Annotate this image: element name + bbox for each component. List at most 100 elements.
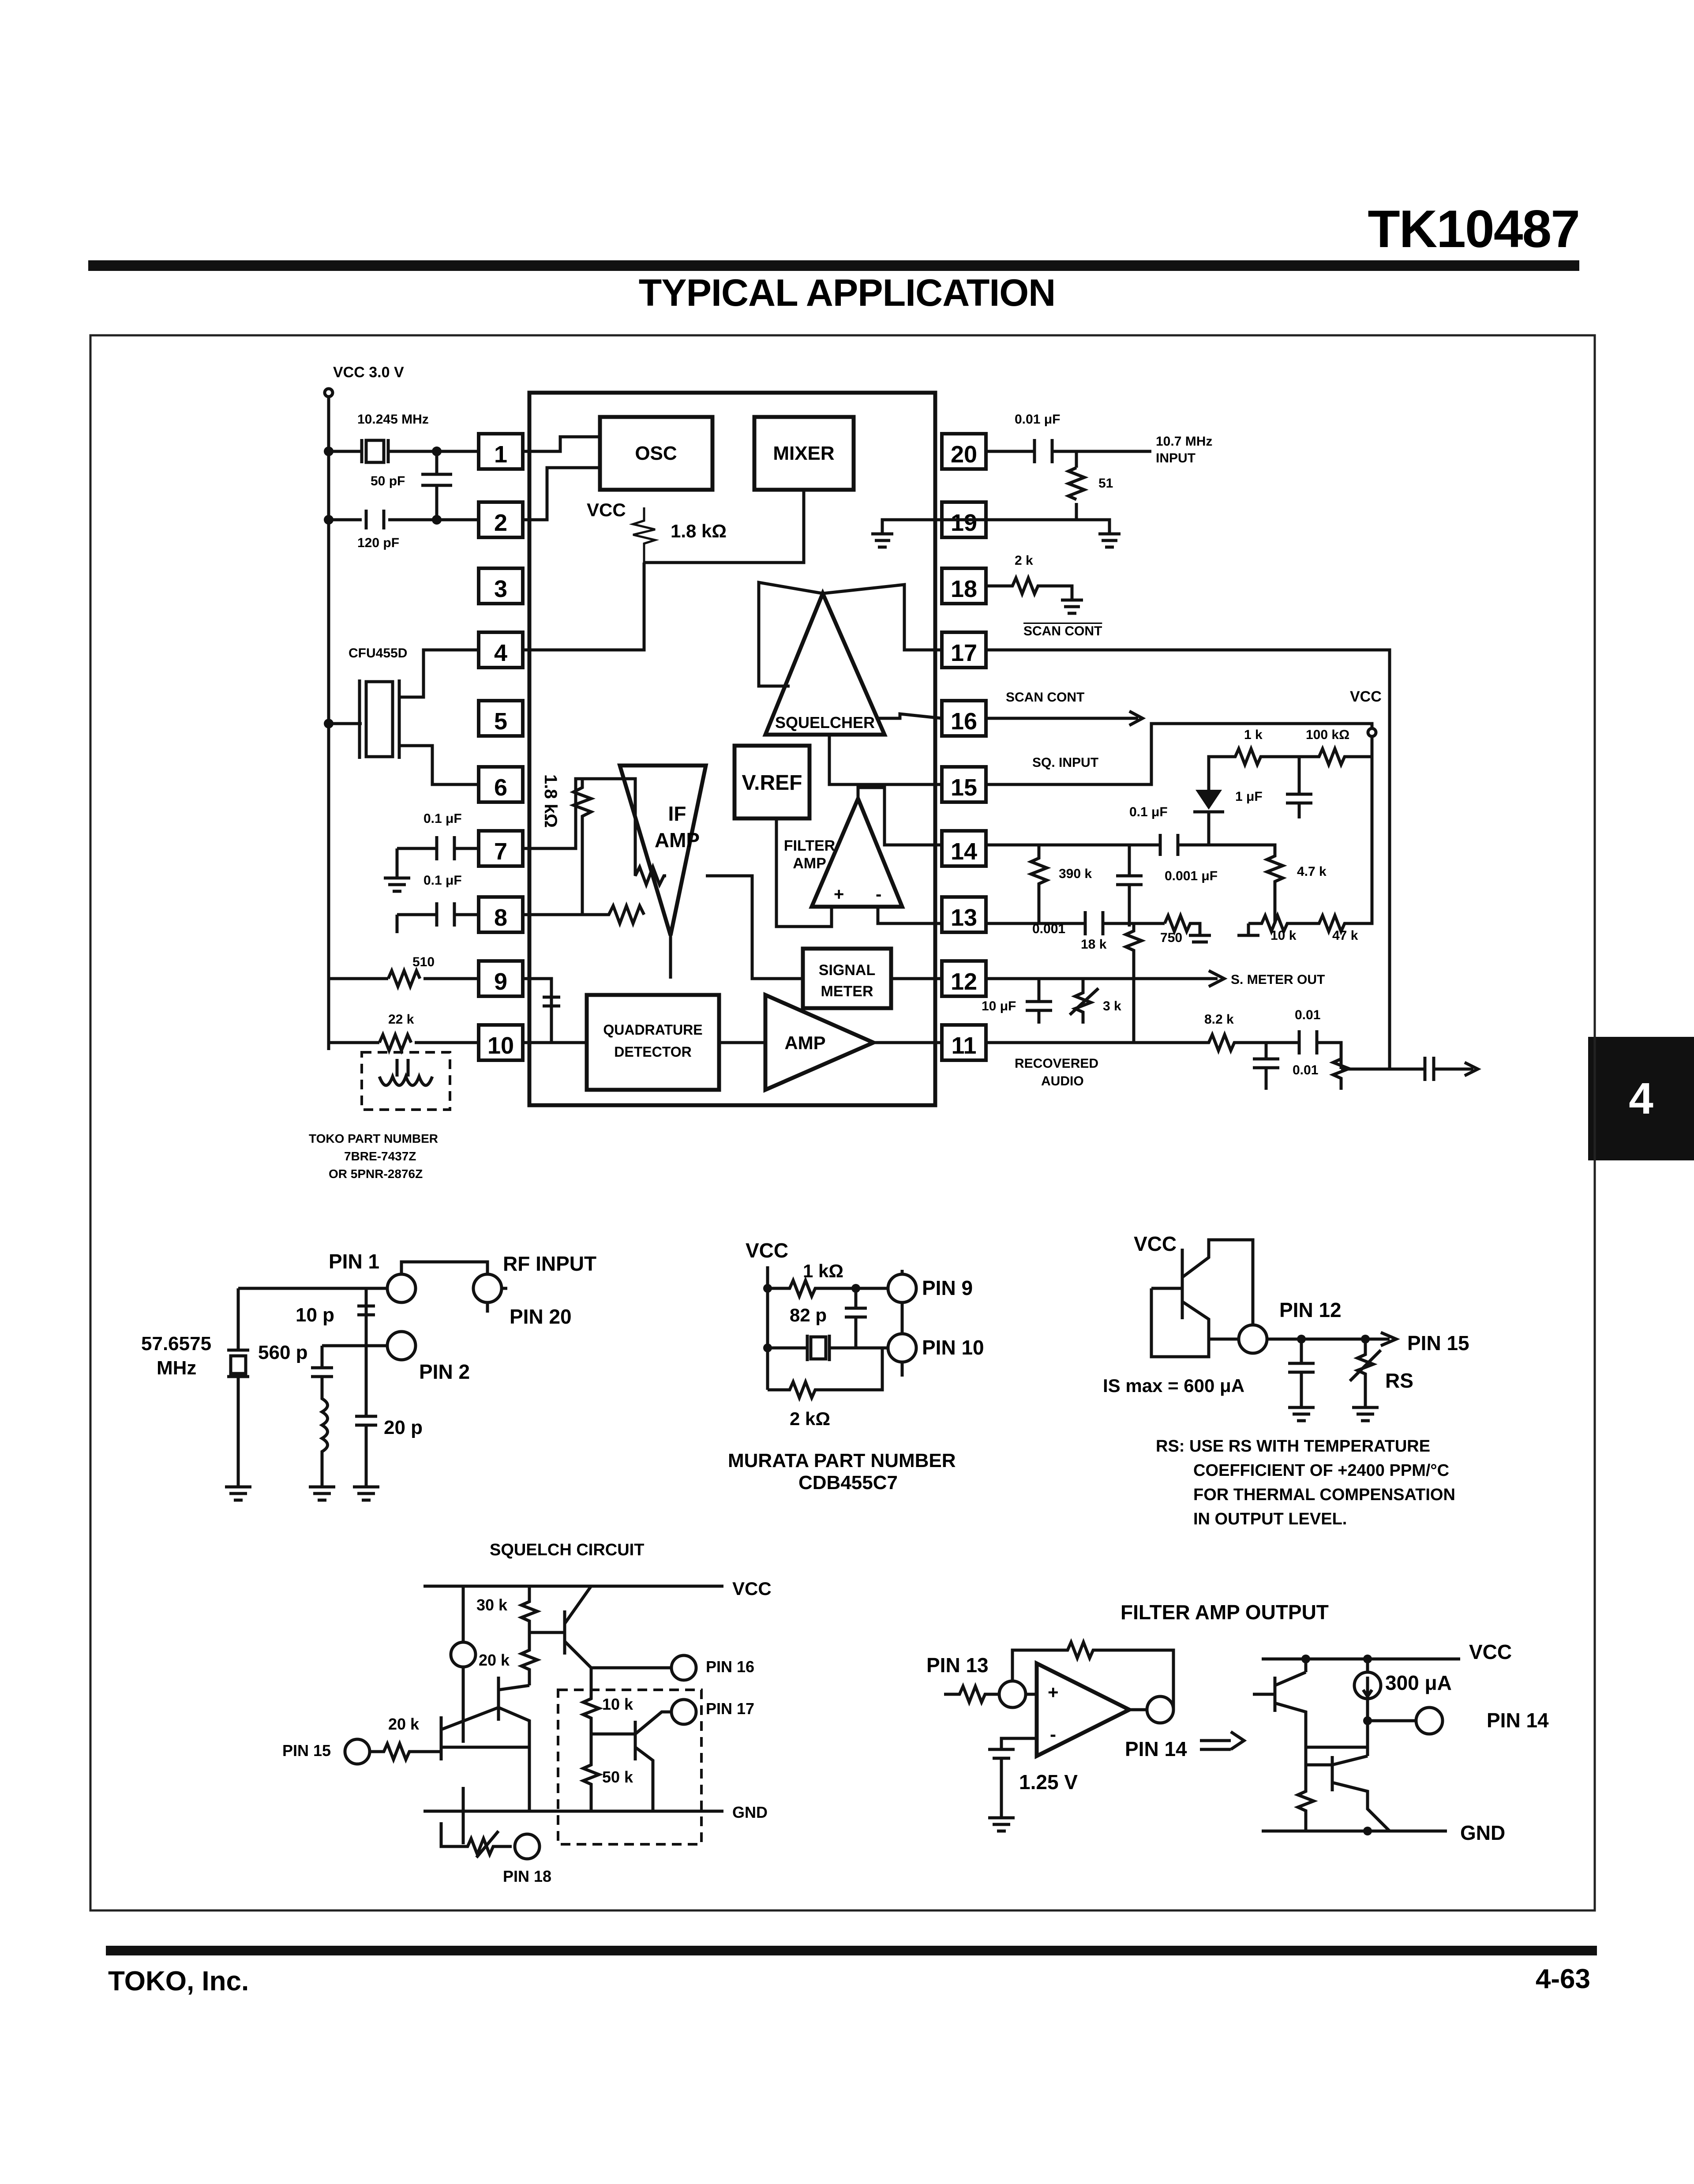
right-pins: 20 19 18 17 16 15 14 13 12 11 xyxy=(940,432,988,1062)
cap7-label: 0.1 μF xyxy=(424,811,462,826)
quad-det-label-1: QUADRATURE xyxy=(603,1022,702,1038)
pin-18-label: 18 xyxy=(951,576,977,602)
pin-4-label: 4 xyxy=(494,640,507,666)
murata-pin9-label: PIN 9 xyxy=(922,1276,973,1299)
pin-14-label: 14 xyxy=(951,838,977,865)
r10k-label: 10 k xyxy=(1270,928,1297,943)
murata-pin10-label: PIN 10 xyxy=(922,1336,984,1359)
crystal-pin20-label: PIN 20 xyxy=(510,1305,572,1328)
r47k-small-label: 4.7 k xyxy=(1297,864,1327,879)
cap20-label: 0.01 μF xyxy=(1015,412,1060,427)
footer-company: TOKO, Inc. xyxy=(108,1966,249,1996)
pin-13-label: 13 xyxy=(951,904,977,931)
filter-amp-output-subcircuit: FILTER AMP OUTPUT PIN 13 PIN 14 1.25 V V… xyxy=(926,1601,1549,1844)
scan-cont-label: SCAN CONT xyxy=(1006,690,1084,705)
vcc-right-label: VCC xyxy=(1350,688,1382,705)
signal-meter-subcircuit: VCC PIN 12 PIN 15 RS IS max = 600 μA RS:… xyxy=(1103,1232,1469,1528)
squelch-pin15-label: PIN 15 xyxy=(282,1741,331,1760)
squelcher-block xyxy=(762,588,888,737)
if-res-vertical-label: 1.8 kΩ xyxy=(541,774,560,828)
s-meter-out-label: S. METER OUT xyxy=(1231,972,1325,987)
squelch-r20k-b-label: 20 k xyxy=(388,1715,420,1733)
svg-text:-: - xyxy=(1050,1724,1056,1745)
if-amp-block xyxy=(617,763,708,936)
crystal-oscillator-subcircuit: PIN 1 RF INPUT PIN 20 PIN 2 10 p 560 p 2… xyxy=(141,1250,596,1502)
r1k-label: 1 k xyxy=(1244,728,1263,742)
pin-12-label: 12 xyxy=(951,968,977,995)
squelch-dashed-box xyxy=(557,1689,703,1846)
osc-label: OSC xyxy=(635,443,677,464)
svg-text:+: + xyxy=(1048,1682,1059,1703)
r3k-label: 3 k xyxy=(1103,999,1121,1013)
c1uf-label: 1 μF xyxy=(1235,789,1263,804)
toko-part-label-3: OR 5PNR-2876Z xyxy=(329,1167,423,1181)
cfu-label: CFU455D xyxy=(349,646,407,660)
vref-label: V.REF xyxy=(742,771,802,795)
pin-3-label: 3 xyxy=(494,576,507,602)
c001b-label: 0.01 xyxy=(1293,1063,1318,1077)
murata-vcc-label: VCC xyxy=(746,1239,788,1262)
fao-pin14b-label: PIN 14 xyxy=(1487,1709,1549,1732)
pin-5-label: 5 xyxy=(494,708,507,735)
input-label-2: INPUT xyxy=(1156,451,1196,465)
fao-gnd-label: GND xyxy=(1460,1821,1505,1844)
r750-label: 750 xyxy=(1160,931,1182,945)
res51-label: 51 xyxy=(1098,476,1113,491)
c10uf-label: 10 μF xyxy=(982,999,1016,1013)
r18k-label: 18 k xyxy=(1081,937,1107,952)
squelch-r20k-a-label: 20 k xyxy=(479,1651,510,1669)
c001a-label: 0.01 xyxy=(1295,1008,1320,1022)
pin-10-label: 10 xyxy=(487,1032,514,1059)
squelch-r30k-label: 30 k xyxy=(476,1596,508,1614)
squelch-vcc-label: VCC xyxy=(732,1578,772,1599)
squelch-r10k-label: 10 k xyxy=(602,1695,633,1713)
murata-discriminator-subcircuit: VCC 1 kΩ 82 p 2 kΩ PIN 9 PIN 10 MURATA P… xyxy=(728,1239,984,1494)
squelch-pin18-label: PIN 18 xyxy=(503,1867,551,1885)
fao-pin14a-label: PIN 14 xyxy=(1125,1737,1187,1760)
footer-rule xyxy=(106,1946,1597,1955)
pin-6-label: 6 xyxy=(494,774,507,801)
squelch-pin17-label: PIN 17 xyxy=(706,1700,754,1718)
part-number-title: TK10487 xyxy=(1368,199,1580,259)
quad-det-label-2: DETECTOR xyxy=(614,1044,691,1060)
cap8-label: 0.1 μF xyxy=(424,873,462,888)
meter-vcc-label: VCC xyxy=(1134,1232,1177,1255)
filter-amp-label-2: AMP xyxy=(793,855,826,872)
pin-9-label: 9 xyxy=(494,968,507,995)
crystal-rf-input-label: RF INPUT xyxy=(503,1252,596,1275)
quadrature-detector-block xyxy=(585,993,721,1092)
cap-120pf-label: 120 pF xyxy=(357,536,399,550)
footer-page-number: 4-63 xyxy=(1535,1964,1590,1994)
r390k-label: 390 k xyxy=(1059,867,1092,881)
pin-8-label: 8 xyxy=(494,904,507,931)
crystal-pin1-label: PIN 1 xyxy=(329,1250,379,1273)
squelch-subcircuit: SQUELCH CIRCUIT VCC 30 k 20 k 20 k 10 k … xyxy=(282,1541,772,1885)
cap-50pf-label: 50 pF xyxy=(371,474,405,488)
pin-15-label: 15 xyxy=(951,774,977,801)
ift-transformer xyxy=(360,1051,451,1111)
meter-note-2: COEFFICIENT OF +2400 PPM/°C xyxy=(1193,1461,1449,1480)
squelch-pin16-label: PIN 16 xyxy=(706,1658,754,1676)
squelch-r50k-label: 50 k xyxy=(602,1768,633,1786)
mixer-label: MIXER xyxy=(773,443,834,464)
c0001-label: 0.001 xyxy=(1032,922,1065,936)
svg-text:+: + xyxy=(834,885,844,904)
diode xyxy=(1196,790,1222,810)
if-amp-label-2: AMP xyxy=(655,829,700,852)
crystal-10mhz xyxy=(364,439,386,464)
osc-block xyxy=(598,415,715,492)
crystal-label: 10.245 MHz xyxy=(357,412,429,427)
fao-pin13-label: PIN 13 xyxy=(926,1654,989,1677)
r82k-label: 8.2 k xyxy=(1204,1012,1234,1027)
signal-meter-label-1: SIGNAL xyxy=(819,962,875,979)
crystal-c20p-label: 20 p xyxy=(384,1417,423,1438)
vcc-supply-label: VCC 3.0 V xyxy=(333,364,404,381)
pin-7-label: 7 xyxy=(494,838,507,865)
res9-label: 510 xyxy=(412,955,435,969)
signal-meter-label-2: METER xyxy=(821,983,873,1000)
crystal-freq-label-2: MHz xyxy=(157,1357,196,1379)
if-amp-label-1: IF xyxy=(668,802,686,825)
pin-17-label: 17 xyxy=(951,640,977,666)
crystal-c10p-label: 10 p xyxy=(296,1304,334,1326)
input-label-1: 10.7 MHz xyxy=(1156,434,1212,449)
